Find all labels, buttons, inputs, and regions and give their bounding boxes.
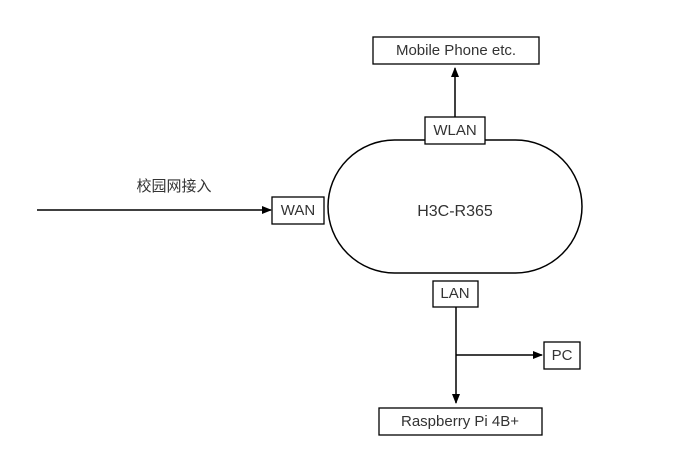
lan-port-label: LAN — [440, 285, 469, 302]
pc-device-label: PC — [552, 347, 573, 364]
router-label: H3C-R365 — [417, 203, 493, 220]
mobile-device-box — [372, 36, 540, 65]
wlan-port-label: WLAN — [433, 122, 476, 139]
pc-device-box — [543, 341, 581, 370]
raspberry-device-label: Raspberry Pi 4B+ — [401, 413, 519, 430]
mobile-device-label: Mobile Phone etc. — [396, 42, 516, 59]
wan-port-label: WAN — [281, 202, 315, 219]
wan-port-box — [271, 196, 325, 225]
lan-port-box — [432, 280, 479, 308]
wlan-port-box — [424, 116, 486, 145]
uplink-label: 校园网接入 — [136, 178, 211, 195]
raspberry-device-box — [378, 407, 543, 436]
